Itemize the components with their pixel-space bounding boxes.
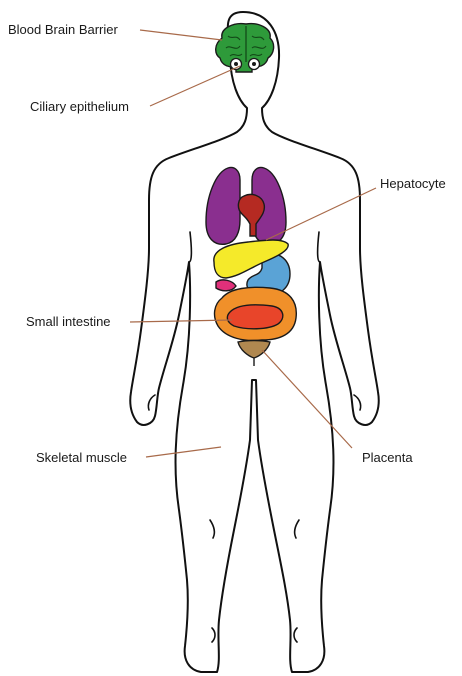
label-skeletal-muscle: Skeletal muscle <box>36 450 127 465</box>
label-ciliary-epithelium: Ciliary epithelium <box>30 99 129 114</box>
label-small-intestine: Small intestine <box>26 314 111 329</box>
leader-blood-brain-barrier <box>140 30 222 40</box>
label-placenta: Placenta <box>362 450 413 465</box>
label-hepatocyte: Hepatocyte <box>380 176 446 191</box>
leader-ciliary-epithelium <box>150 66 240 106</box>
small-intestine-inner-icon <box>227 305 282 329</box>
label-blood-brain-barrier: Blood Brain Barrier <box>8 22 118 37</box>
